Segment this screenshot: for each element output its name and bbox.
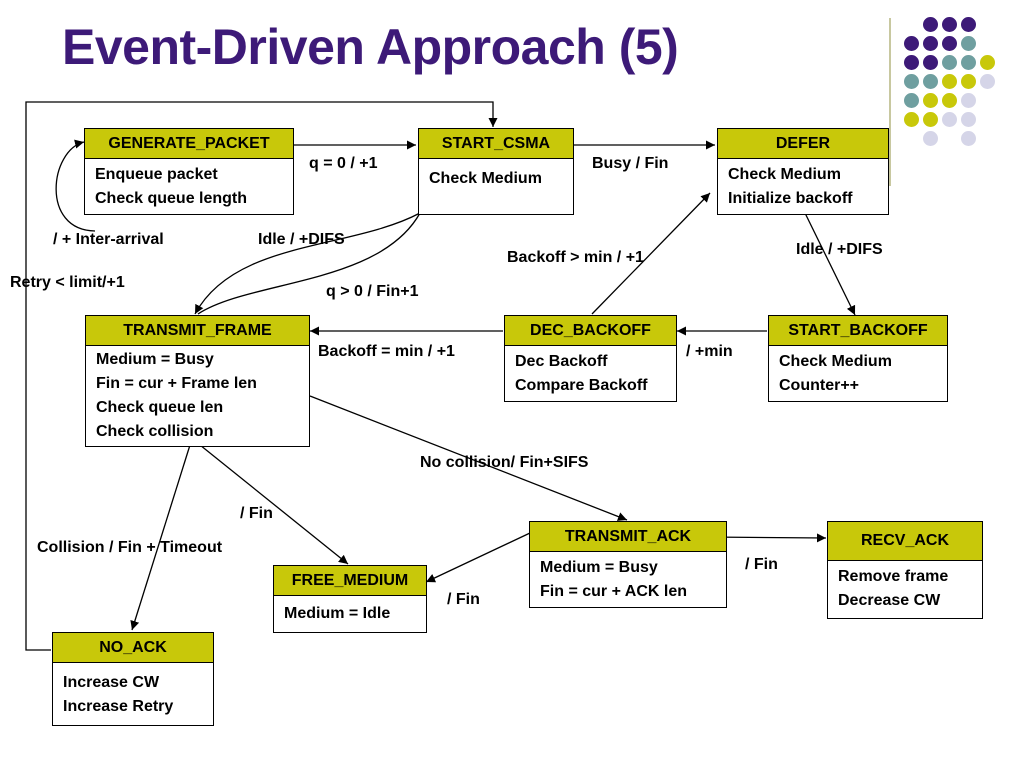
state-line: Increase CW (63, 674, 160, 691)
label-gen-to-tx: q > 0 / Fin+1 (326, 283, 419, 300)
decorative-dot (923, 36, 938, 51)
decorative-dot (961, 112, 976, 127)
label-ack-to-free: / Fin (447, 591, 480, 608)
label-dec-to-tx: Backoff = min / +1 (318, 343, 455, 360)
arrow-ack-to-free (425, 532, 531, 583)
decorative-dot (942, 112, 957, 127)
decorative-dot (980, 74, 995, 89)
label-gen-self: / + Inter-arrival (53, 231, 164, 248)
arrow-defer-to-startbackoff (804, 212, 856, 316)
decorative-dot (942, 93, 957, 108)
state-line: Increase Retry (63, 698, 174, 715)
state-dec-backoff: DEC_BACKOFF Dec Backoff Compare Backoff (504, 315, 677, 402)
label-ack-to-recv: / Fin (745, 556, 778, 573)
decorative-dot (942, 17, 957, 32)
decorative-dot (923, 112, 938, 127)
state-line: Check Medium (429, 170, 542, 187)
state-line: Medium = Busy (96, 351, 214, 368)
state-line: Dec Backoff (515, 353, 608, 370)
decorative-dot (942, 74, 957, 89)
arrow-tx-to-free (199, 444, 349, 565)
decorative-dot (923, 55, 938, 70)
arrow-dec-to-defer (591, 192, 711, 315)
decorative-dot (923, 74, 938, 89)
state-line: Counter++ (779, 377, 860, 394)
decorative-dot (904, 55, 919, 70)
state-transmit-ack: TRANSMIT_ACK Medium = Busy Fin = cur + A… (529, 521, 727, 608)
state-transmit-frame: TRANSMIT_FRAME Medium = Busy Fin = cur +… (85, 315, 310, 447)
arrow-tx-to-noack (130, 444, 191, 631)
label-defer-to-startbackoff: Idle / +DIFS (796, 241, 883, 258)
state-recv-ack: RECV_ACK Remove frame Decrease CW (827, 521, 983, 619)
state-free-medium: FREE_MEDIUM Medium = Idle (273, 565, 427, 633)
decorative-dot (923, 17, 938, 32)
state-name: NO_ACK (53, 633, 213, 663)
decorative-dot (942, 36, 957, 51)
label-startbackoff-to-dec: / +min (686, 343, 733, 360)
state-line: Fin = cur + ACK len (540, 583, 687, 600)
label-csma-to-defer: Busy / Fin (592, 155, 669, 172)
arrow-csma-to-tx (194, 212, 421, 315)
state-start-csma: START_CSMA Check Medium (418, 128, 574, 215)
state-name: GENERATE_PACKET (85, 129, 293, 159)
slide-title: Event-Driven Approach (5) (62, 19, 679, 75)
decorative-dot (904, 74, 919, 89)
state-line: Check queue length (95, 190, 248, 207)
label-dec-to-defer: Backoff > min / +1 (507, 249, 644, 266)
label-retry: Retry < limit/+1 (10, 274, 125, 291)
state-line: Check collision (96, 423, 214, 440)
state-line: Compare Backoff (515, 377, 648, 394)
arrow-retry-loop (25, 101, 498, 651)
state-line: Medium = Busy (540, 559, 658, 576)
state-name: RECV_ACK (828, 522, 982, 561)
label-tx-to-free: / Fin (240, 505, 273, 522)
decorative-dot (904, 93, 919, 108)
label-collision: Collision / Fin + Timeout (37, 539, 223, 556)
state-name: TRANSMIT_ACK (530, 522, 726, 552)
label-csma-to-tx-idle: Idle / +DIFS (258, 231, 345, 248)
decorative-dot (904, 36, 919, 51)
state-generate-packet: GENERATE_PACKET Enqueue packet Check que… (84, 128, 294, 215)
state-name: FREE_MEDIUM (274, 566, 426, 596)
decorative-dot (961, 131, 976, 146)
decorative-dot (923, 93, 938, 108)
state-start-backoff: START_BACKOFF Check Medium Counter++ (768, 315, 948, 402)
state-line: Check Medium (779, 353, 892, 370)
decorative-dot (980, 55, 995, 70)
state-name: TRANSMIT_FRAME (86, 316, 309, 346)
state-name: START_CSMA (419, 129, 573, 159)
state-line: Initialize backoff (728, 190, 853, 207)
decorative-dot (923, 131, 938, 146)
state-line: Enqueue packet (95, 166, 218, 183)
state-line: Medium = Idle (284, 605, 391, 622)
state-name: DEFER (718, 129, 888, 159)
decorative-dot (961, 36, 976, 51)
state-name: DEC_BACKOFF (505, 316, 676, 346)
state-line: Decrease CW (838, 592, 941, 609)
label-no-collision: No collision/ Fin+SIFS (420, 454, 589, 471)
state-no-ack: NO_ACK Increase CW Increase Retry (52, 632, 214, 726)
arrow-gen-to-tx (197, 212, 421, 315)
decorative-dot (904, 112, 919, 127)
label-gen-to-csma: q = 0 / +1 (309, 155, 378, 172)
state-line: Check Medium (728, 166, 841, 183)
decorative-dot (961, 55, 976, 70)
state-name: START_BACKOFF (769, 316, 947, 346)
state-line: Fin = cur + Frame len (96, 375, 257, 392)
arrow-tx-to-ack (309, 395, 628, 521)
decorative-dot (961, 93, 976, 108)
arrow-gen-self-loop (55, 139, 96, 232)
state-line: Check queue len (96, 399, 224, 416)
vertical-divider (889, 18, 891, 186)
state-line: Remove frame (838, 568, 949, 585)
decorative-dot (942, 55, 957, 70)
decorative-dot (961, 74, 976, 89)
state-defer: DEFER Check Medium Initialize backoff (717, 128, 889, 215)
decorative-dot (961, 17, 976, 32)
